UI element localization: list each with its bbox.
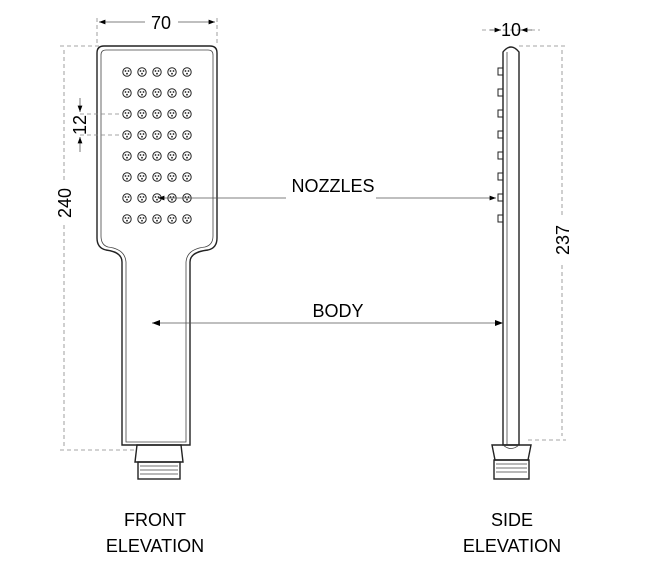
nozzle-icon [152,151,162,161]
side-nozzle [497,109,504,118]
side-nozzle [497,172,504,181]
side-nozzle [497,214,504,223]
nozzle-icon [137,67,147,77]
side-nozzles [497,67,504,223]
nozzle-icon [137,172,147,182]
nozzle-icon [122,214,132,224]
nozzle-icon [137,88,147,98]
front-view-title-line2: ELEVATION [106,536,204,556]
nozzle-icon [167,130,177,140]
front-head-outline [96,45,218,446]
nozzle-icon [137,214,147,224]
dimension-width: 70 [96,13,218,46]
dimension-width-label: 70 [151,13,171,33]
nozzle-icon [167,214,177,224]
nozzle-icon [152,67,162,77]
side-nozzle [497,151,504,160]
nozzle-icon [137,130,147,140]
dimension-pitch-label: 12 [70,115,90,135]
nozzle-icon [167,172,177,182]
nozzle-icon [182,151,192,161]
side-elevation [491,46,532,480]
nozzle-grid [122,67,192,224]
body-callout: BODY [152,301,503,326]
side-connector [491,444,532,480]
dimension-side-length-label: 237 [553,225,573,255]
body-label: BODY [312,301,363,321]
nozzle-icon [122,88,132,98]
nozzle-icon [122,151,132,161]
dimension-length-label: 240 [55,188,75,218]
nozzle-icon [167,109,177,119]
nozzle-icon [182,172,192,182]
front-connector [134,444,184,480]
nozzle-icon [122,172,132,182]
dimension-pitch: 12 [70,98,122,152]
nozzle-icon [152,214,162,224]
dimension-thickness-label: 10 [501,20,521,40]
nozzle-icon [152,109,162,119]
nozzle-icon [122,109,132,119]
side-nozzle [497,193,504,202]
nozzle-icon [152,130,162,140]
dimension-side-length: 237 [519,45,573,441]
front-view-title-line1: FRONT [124,510,186,530]
nozzle-icon [182,130,192,140]
nozzles-callout: NOZZLES [158,176,496,201]
side-view-title-line2: ELEVATION [463,536,561,556]
nozzle-icon [122,193,132,203]
dimension-thickness: 10 [482,20,540,40]
front-elevation [96,45,218,480]
nozzle-icon [122,67,132,77]
side-nozzle [497,67,504,76]
nozzle-icon [122,130,132,140]
nozzle-icon [137,193,147,203]
dimension-length: 240 [55,45,135,451]
nozzle-icon [182,109,192,119]
nozzle-icon [137,151,147,161]
nozzle-icon [167,88,177,98]
nozzle-icon [152,88,162,98]
nozzle-icon [182,67,192,77]
side-body-outline [502,46,520,446]
nozzle-icon [182,88,192,98]
side-nozzle [497,88,504,97]
side-view-title-line1: SIDE [491,510,533,530]
nozzles-label: NOZZLES [291,176,374,196]
nozzle-icon [182,214,192,224]
nozzle-icon [167,151,177,161]
side-nozzle [497,130,504,139]
nozzle-icon [137,109,147,119]
front-head-inner [100,49,214,443]
nozzle-icon [152,172,162,182]
nozzle-icon [167,67,177,77]
